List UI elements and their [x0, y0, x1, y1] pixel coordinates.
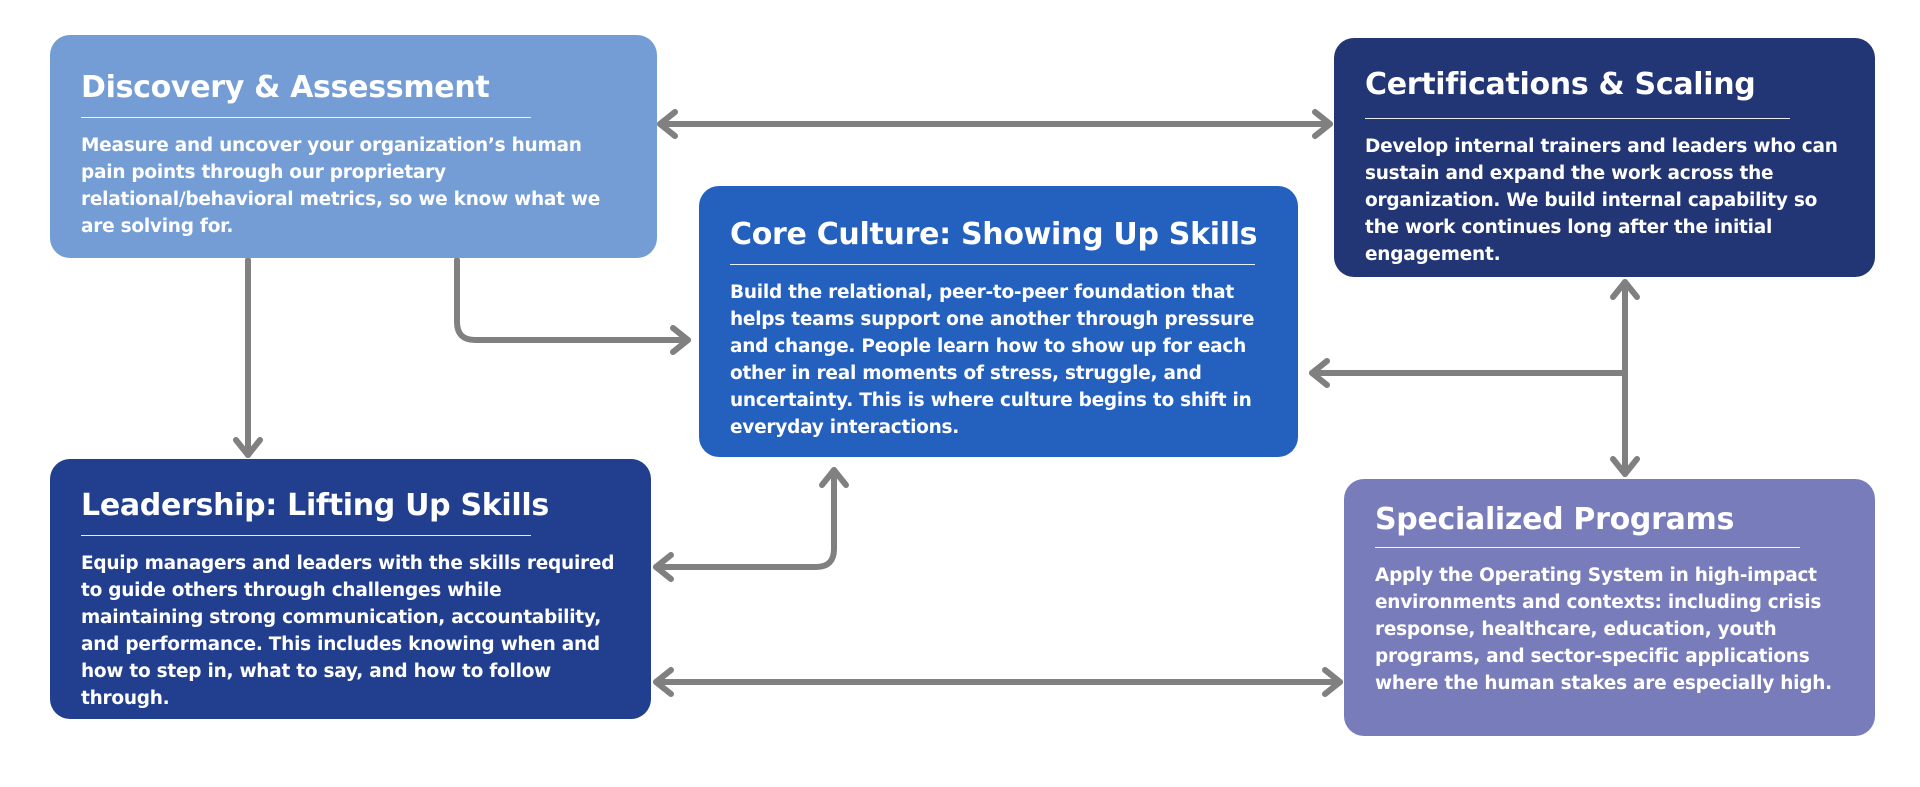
connector-certifications-core — [1309, 358, 1628, 388]
node-title: Core Culture: Showing Up Skills — [730, 217, 1258, 252]
title-divider — [81, 117, 531, 118]
node-discovery-assessment: Discovery & Assessment Measure and uncov… — [50, 35, 657, 258]
node-description: Apply the Operating System in high-impac… — [1375, 565, 1832, 694]
connector-core-leadership — [653, 467, 849, 582]
node-title: Discovery & Assessment — [81, 70, 490, 105]
title-divider — [81, 535, 531, 536]
connector-discovery-core — [454, 257, 691, 355]
connector-discovery-certifications — [657, 109, 1333, 139]
node-core-culture: Core Culture: Showing Up Skills Build th… — [699, 186, 1298, 457]
title-divider — [1365, 118, 1790, 119]
title-divider — [1375, 547, 1800, 548]
node-title: Specialized Programs — [1375, 502, 1735, 537]
connector-discovery-leadership — [233, 257, 263, 458]
node-description: Build the relational, peer-to-peer found… — [730, 282, 1255, 438]
connector-leadership-specialized — [653, 667, 1343, 697]
title-divider — [730, 264, 1255, 265]
node-title: Certifications & Scaling — [1365, 67, 1756, 102]
node-description: Develop internal trainers and leaders wh… — [1365, 136, 1838, 265]
connector-certifications-specialized — [1610, 279, 1640, 477]
node-certifications-scaling: Certifications & Scaling Develop interna… — [1334, 38, 1875, 277]
node-title: Leadership: Lifting Up Skills — [81, 488, 549, 523]
node-specialized-programs: Specialized Programs Apply the Operating… — [1344, 479, 1875, 736]
node-description: Measure and uncover your organization’s … — [81, 135, 601, 237]
node-description: Equip managers and leaders with the skil… — [81, 553, 615, 709]
node-leadership: Leadership: Lifting Up Skills Equip mana… — [50, 459, 651, 719]
